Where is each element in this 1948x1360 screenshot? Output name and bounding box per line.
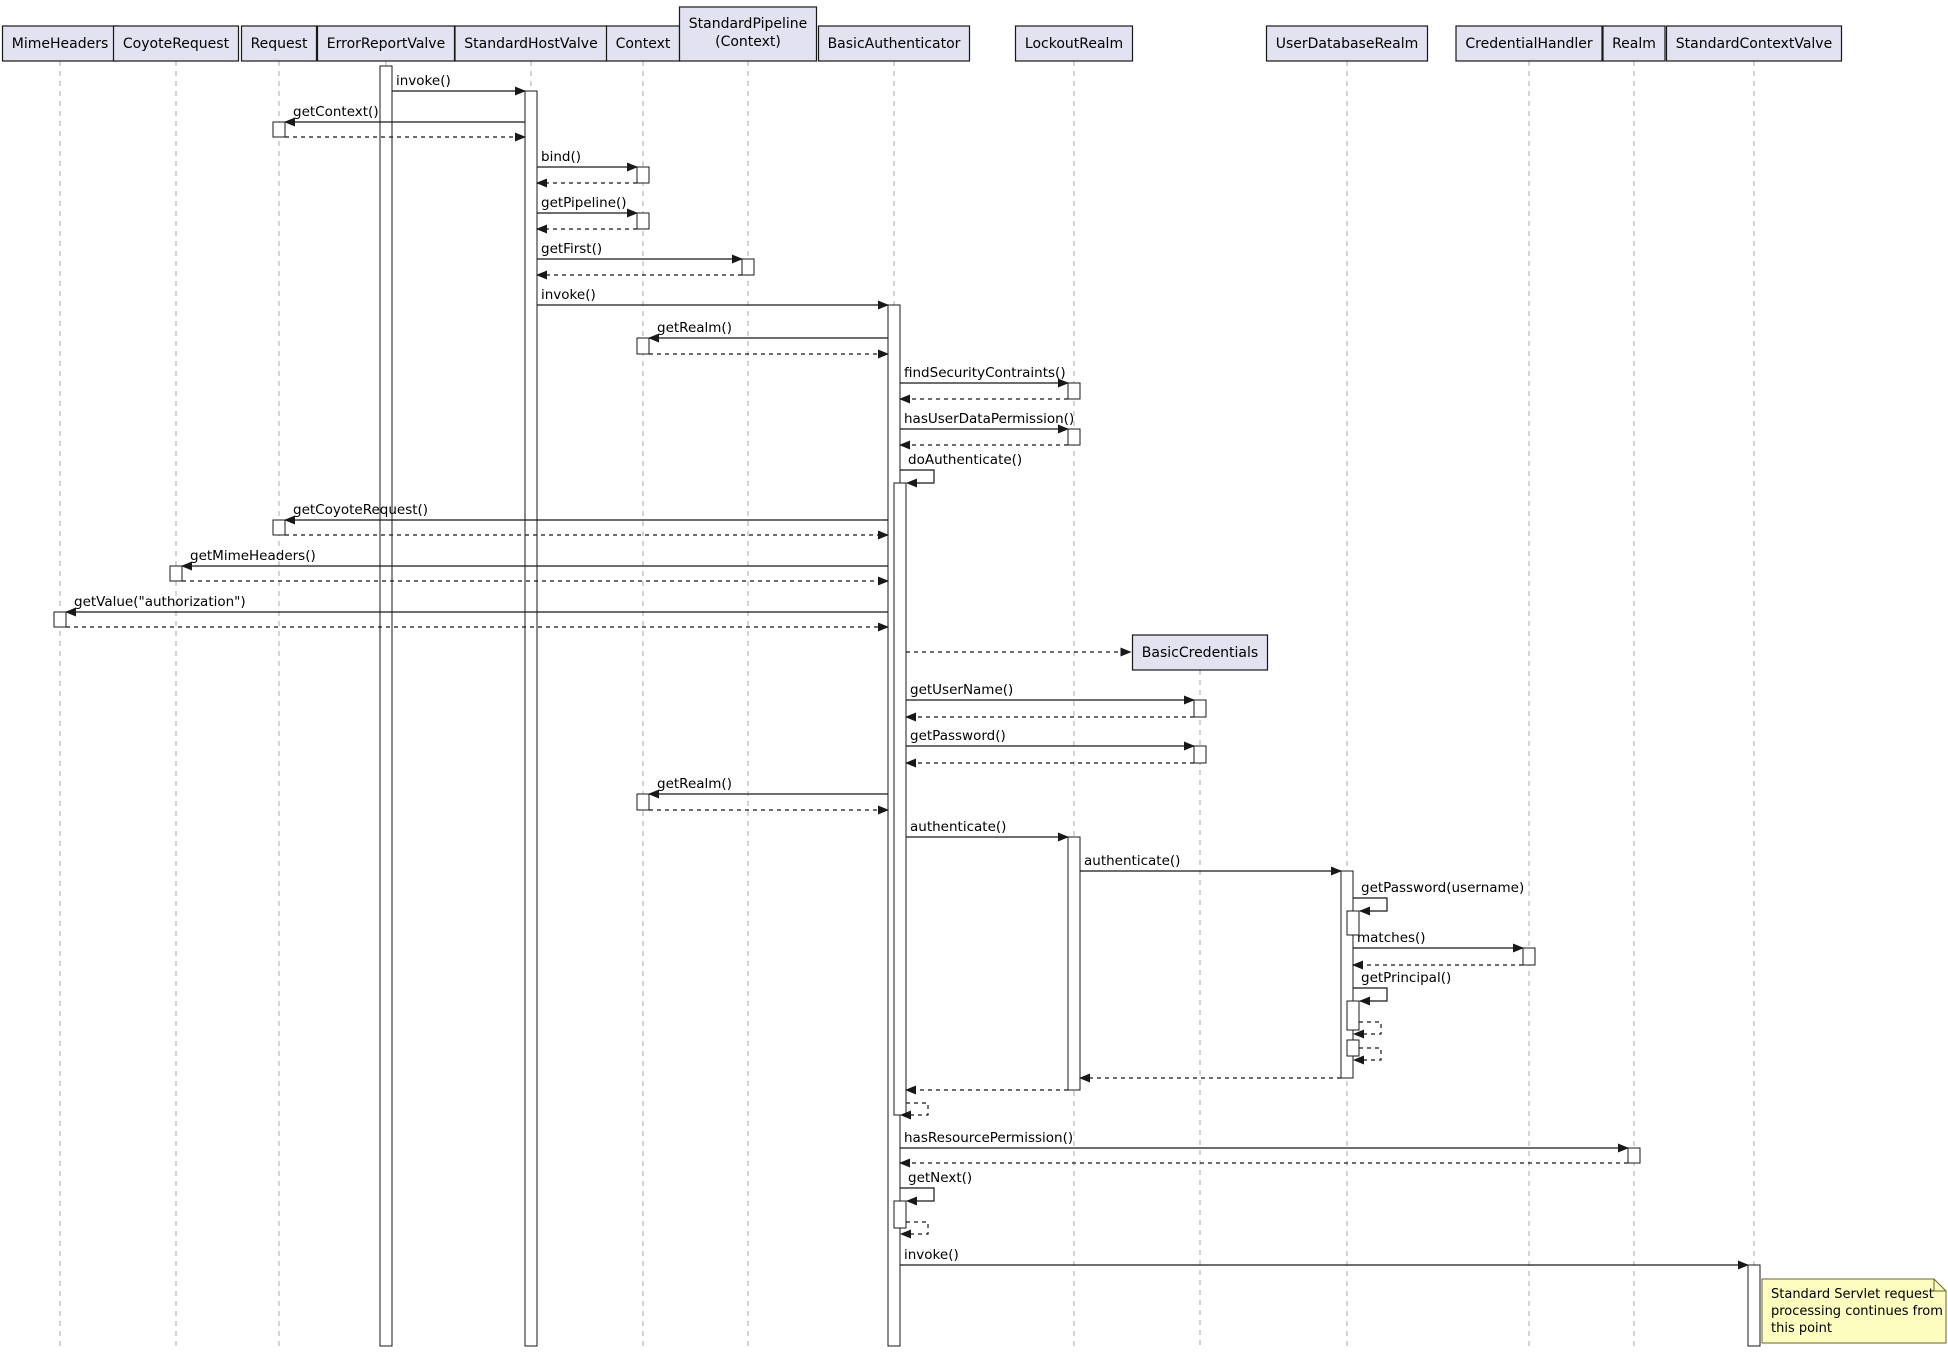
note-text: processing continues from [1771, 1304, 1943, 1319]
message-label: getRealm() [657, 776, 732, 792]
activation-bar [636, 212, 650, 230]
activation-bar [1346, 1039, 1360, 1057]
self-message-line [1353, 987, 1388, 1006]
participant-box-label: StandardPipeline [689, 16, 807, 32]
activation-bar [741, 258, 755, 276]
self-return-line [900, 1221, 929, 1239]
participant-box-label: LockoutRealm [1025, 36, 1123, 52]
message-label: findSecurityContraints() [904, 365, 1066, 381]
activation-bar [1747, 1264, 1761, 1347]
note-fold [1933, 1279, 1946, 1292]
message-label: getPipeline() [541, 195, 627, 211]
activation-bar [379, 65, 393, 1347]
activation-bar [524, 90, 538, 1347]
activation-bar [893, 1200, 907, 1229]
message-label: bind() [541, 149, 581, 165]
message-label: matches() [1357, 930, 1426, 946]
object-box [1131, 634, 1269, 671]
activation-bar [893, 482, 907, 1116]
message-label: getPrincipal() [1361, 970, 1451, 986]
activation-bar [1346, 910, 1360, 936]
participant-box [1602, 25, 1666, 62]
activation-bar [1627, 1147, 1641, 1164]
note-text: Standard Servlet request [1771, 1287, 1934, 1302]
participant-box [1265, 25, 1429, 62]
participant-box-label: UserDatabaseRealm [1276, 36, 1419, 52]
message-label: getFirst() [541, 241, 602, 257]
message-label: getCoyoteRequest() [293, 502, 428, 518]
participant-box-label: Context [616, 36, 671, 52]
participant-box [1455, 25, 1603, 62]
message-label: authenticate() [1084, 853, 1180, 869]
message-label: hasUserDataPermission() [904, 411, 1074, 427]
self-return-line [900, 1102, 929, 1120]
activation-bar [636, 337, 650, 355]
participant-box-label: CoyoteRequest [123, 36, 230, 52]
participant-box [454, 25, 608, 62]
message-label: invoke() [541, 287, 596, 303]
activation-bar [1193, 745, 1207, 764]
participant-box [1, 25, 119, 62]
activation-bar [1346, 1000, 1360, 1031]
self-message-line [900, 469, 935, 488]
message-label: invoke() [904, 1247, 959, 1263]
message-label: getMimeHeaders() [190, 548, 316, 564]
note [1761, 1278, 1947, 1344]
activation-bar [272, 519, 286, 536]
activation-bar [1522, 947, 1536, 966]
message-label: getPassword(username) [1361, 880, 1524, 896]
activation-bar [1067, 836, 1081, 1091]
participant-box-label: MimeHeaders [12, 36, 109, 52]
participant-box-label: CredentialHandler [1465, 36, 1592, 52]
message-label: getContext() [293, 104, 379, 120]
participant-box-label: ErrorReportValve [327, 36, 445, 52]
activation-bar [636, 793, 650, 811]
message-label: doAuthenticate() [908, 452, 1022, 468]
message-label: getUserName() [910, 682, 1013, 698]
participant-box [112, 25, 240, 62]
participant-box-label: BasicAuthenticator [828, 36, 961, 52]
activation-bar [1193, 699, 1207, 718]
message-label: getNext() [908, 1170, 972, 1186]
participant-box-label: (Context) [715, 34, 781, 50]
participant-box [1014, 25, 1134, 62]
participant-box-label: StandardContextValve [1676, 36, 1832, 52]
participant-box [240, 25, 318, 62]
object-box-label: BasicCredentials [1142, 645, 1258, 661]
participant-box-label: Realm [1612, 36, 1656, 52]
participant-box [1665, 25, 1843, 62]
note-text: this point [1771, 1321, 1832, 1336]
activation-bar [272, 121, 286, 138]
activation-bar [1067, 428, 1081, 446]
message-label: getValue("authorization") [74, 594, 246, 610]
participant-box [817, 25, 971, 62]
participant-box-label: StandardHostValve [464, 36, 597, 52]
self-message-line [1353, 897, 1388, 916]
message-label: getPassword() [910, 728, 1006, 744]
activation-bar [53, 611, 67, 628]
participant-box-label: Request [251, 36, 308, 52]
self-return-line [1353, 1021, 1382, 1039]
activation-bar [636, 166, 650, 184]
participant-box [678, 6, 818, 62]
self-message-line [900, 1187, 935, 1206]
message-label: hasResourcePermission() [904, 1130, 1073, 1146]
message-label: getRealm() [657, 320, 732, 336]
activation-bar [1067, 382, 1081, 400]
activation-bar [169, 565, 183, 582]
self-return-line [1353, 1047, 1382, 1065]
message-label: invoke() [396, 73, 451, 89]
message-label: authenticate() [910, 819, 1006, 835]
